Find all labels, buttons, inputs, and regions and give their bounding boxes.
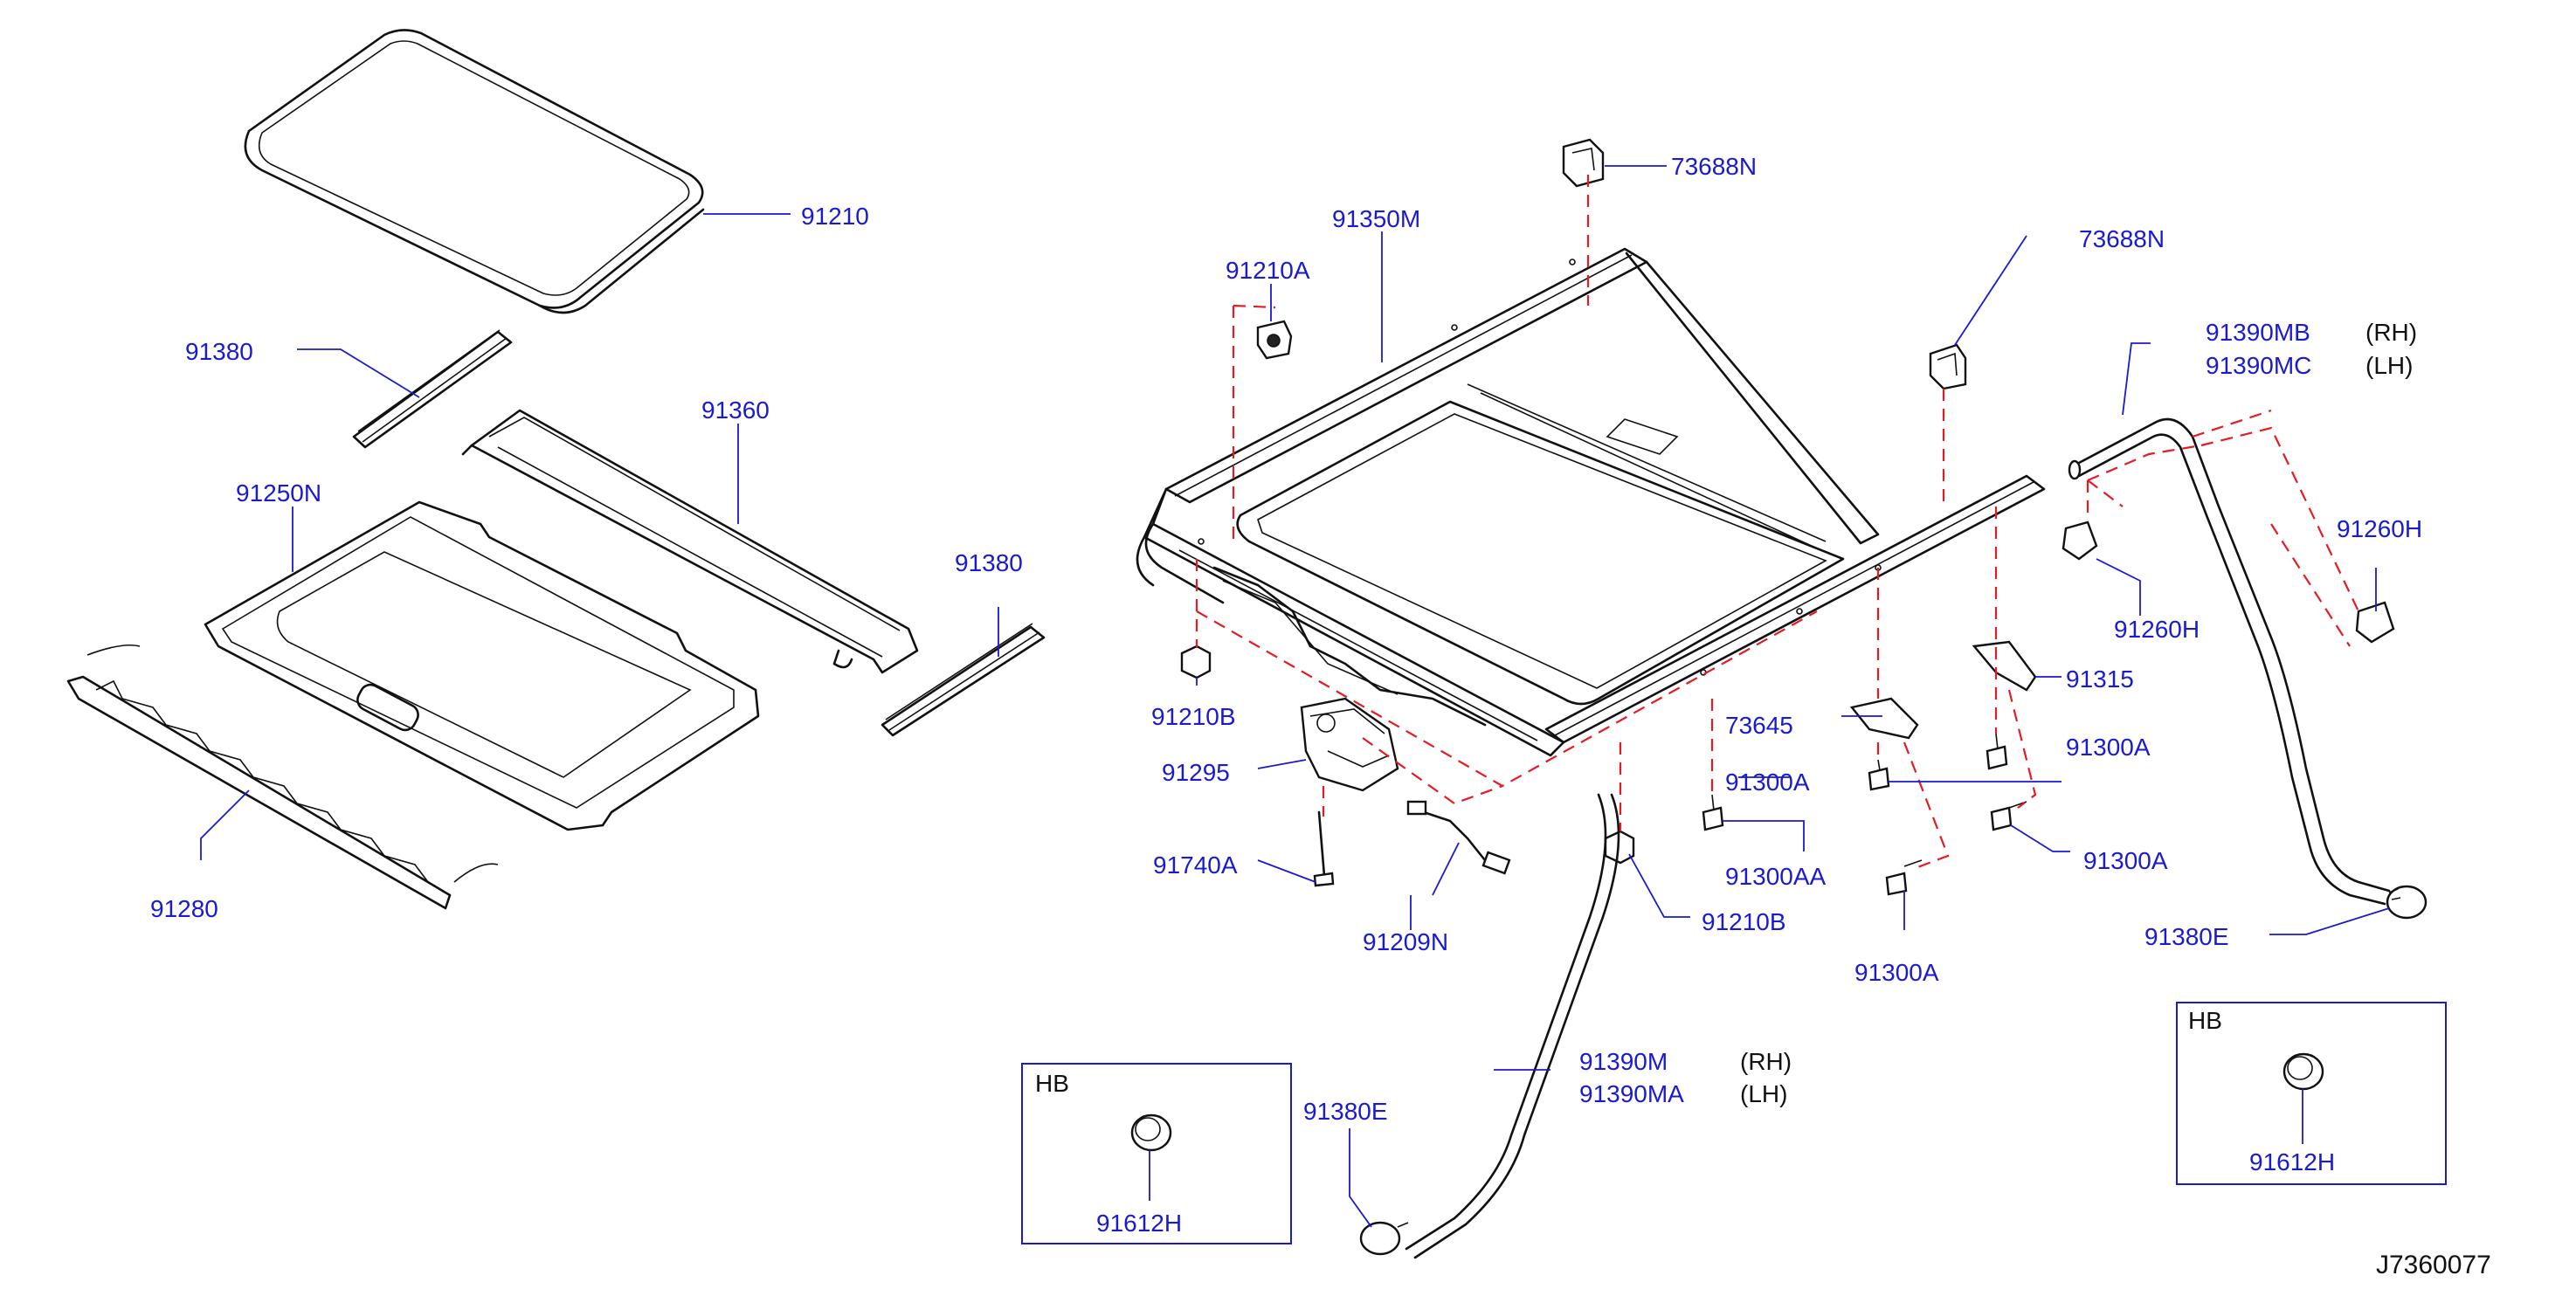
grommet-91612h-left-drawing [1130,1113,1172,1152]
label-91300a-2: 91300A [1725,769,1810,796]
sunshade-frame-drawing [204,500,760,831]
drain-hose-rear-drawing [2068,417,2391,906]
label-91390ma: 91390MA [1579,1080,1684,1107]
drain-nozzle-91380e-left-drawing [1359,1221,1409,1256]
label-91380-right: 91380 [955,549,1023,576]
label-91740a: 91740A [1153,851,1238,879]
label-91300a-4: 91300A [1854,959,1939,986]
seal-strip-right-drawing [881,623,1046,737]
clip-73688n-right-drawing [1929,343,1967,390]
label-91209n: 91209N [1363,928,1448,955]
label-91380e-right: 91380E [2144,923,2229,950]
bracket-91315-drawing [1972,640,2037,692]
label-91380e-left: 91380E [1303,1098,1388,1125]
hb-box-left [1021,1063,1292,1244]
bracket-73645-drawing [1849,697,1919,740]
leader-lines [200,165,2390,1228]
label-91295: 91295 [1162,759,1230,786]
label-91390mc: 91390MC [2206,352,2311,379]
glass-panel-drawing [244,29,705,314]
label-91210b-right: 91210B [1702,908,1786,935]
screws-91300a-drawing [1702,733,2027,896]
label-73688n-right: 73688N [2079,225,2165,252]
alignment-lines [1195,175,2359,871]
label-73645: 73645 [1725,712,1793,739]
label-91300a-3: 91300A [2083,847,2168,874]
label-91390m: 91390M [1579,1048,1668,1075]
sunshade-trim-drawing [66,644,499,910]
drain-nozzle-91380e-right-drawing [2386,885,2428,920]
hose-clip-91260h-right-drawing [2355,601,2395,644]
label-91380-left: 91380 [185,338,253,365]
label-91210a: 91210A [1226,257,1310,284]
label-91280: 91280 [150,895,218,922]
motor-91295-drawing [1300,697,1399,792]
sunroof-frame-drawing [1136,247,2046,757]
label-91350m: 91350M [1332,205,1420,232]
hb-box-right [2176,1002,2447,1185]
label-91260h-right: 91260H [2337,515,2422,542]
label-91315: 91315 [2066,665,2134,693]
label-91360: 91360 [701,396,770,424]
note-lh-top: (LH) [2365,352,2413,379]
hose-clip-91260h-left-drawing [2061,520,2098,561]
grommet-91612h-right-drawing [2282,1052,2324,1091]
label-91250n: 91250N [236,479,321,507]
clip-73688n-top-drawing [1562,138,1605,188]
label-91612h-left: 91612H [1096,1210,1182,1237]
label-91300aa: 91300AA [1725,863,1827,890]
harness-91209n-drawing [1406,800,1511,875]
note-rh-bottom: (RH) [1740,1048,1792,1075]
bolt-91210a-drawing [1256,320,1293,360]
wind-deflector-drawing [461,409,919,674]
hb-label-right: HB [2188,1007,2222,1034]
label-91210: 91210 [801,203,869,230]
seal-strip-left-drawing [352,329,513,449]
label-91612h-right: 91612H [2249,1148,2335,1175]
label-91260h-left: 91260H [2114,616,2200,643]
hb-label-left: HB [1035,1070,1069,1097]
label-91390mb: 91390MB [2206,319,2310,346]
label-91210b-left: 91210B [1151,703,1236,730]
nut-91210b-left-drawing [1180,645,1212,679]
note-lh-bottom: (LH) [1740,1080,1787,1107]
note-rh-top: (RH) [2365,319,2417,346]
drain-hose-front-drawing [1405,793,1620,1259]
screw-91740a-drawing [1313,810,1335,887]
label-91300a-1: 91300A [2066,734,2151,761]
label-73688n-top: 73688N [1671,153,1757,180]
drawing-id: J7360077 [2376,1251,2491,1279]
part-labels: 91210 91380 91360 91250N 91380 91280 736… [150,153,2491,1279]
